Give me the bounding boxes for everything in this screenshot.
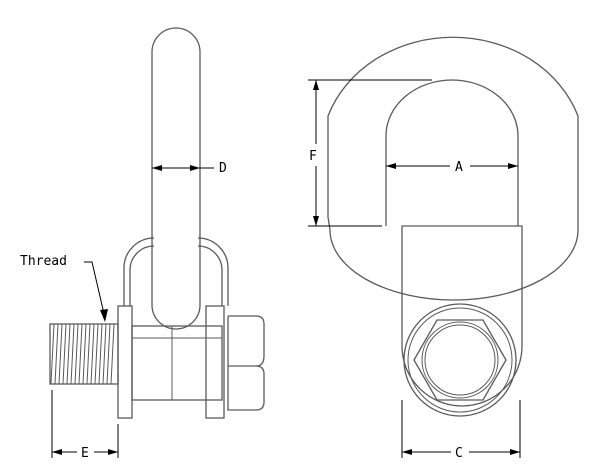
label-d: D bbox=[219, 161, 227, 176]
label-f: F bbox=[309, 149, 317, 164]
side-view-clevis bbox=[123, 237, 229, 306]
side-view-hex-nut bbox=[227, 315, 265, 411]
side-view-threaded-stud bbox=[49, 323, 119, 385]
side-view-right-plate bbox=[205, 305, 225, 419]
label-c: C bbox=[455, 446, 463, 461]
label-e: E bbox=[81, 446, 89, 461]
side-view: Thread D E bbox=[20, 27, 265, 461]
front-view-hex-head bbox=[413, 319, 507, 401]
label-thread: Thread bbox=[20, 254, 67, 269]
label-a: A bbox=[455, 160, 463, 175]
side-view-body bbox=[131, 325, 223, 401]
front-view: F A C bbox=[308, 36, 579, 461]
thread-hatching bbox=[50, 323, 115, 385]
front-view-swivel-body bbox=[401, 225, 523, 407]
front-view-ring-outer bbox=[327, 36, 579, 301]
side-view-ring bbox=[151, 27, 201, 330]
front-view-bushing-outer bbox=[403, 303, 517, 417]
side-view-left-plate bbox=[117, 305, 133, 419]
front-view-ring-inner bbox=[385, 79, 519, 226]
